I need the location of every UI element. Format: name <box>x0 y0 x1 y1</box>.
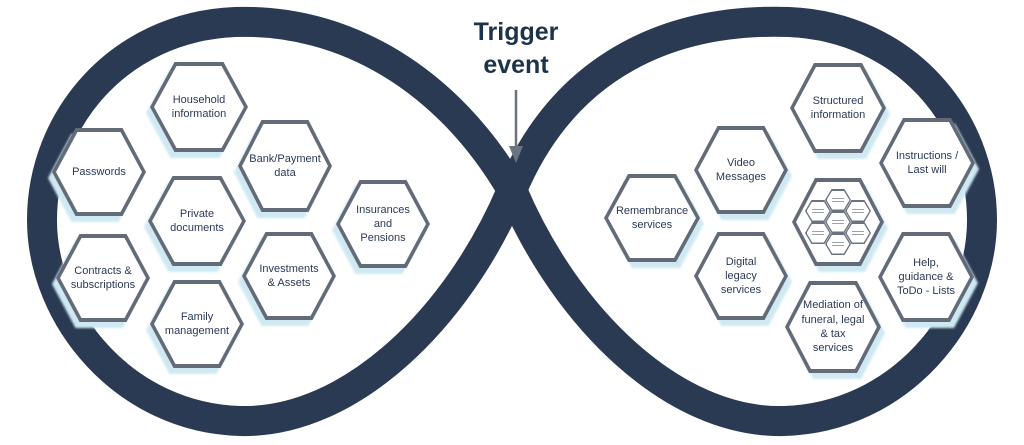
hexagon-face: Instructions / Last will <box>883 122 971 204</box>
hexagon-video-messages: Video Messages <box>694 126 788 214</box>
mini-hexagon-face <box>846 201 870 221</box>
hexagon-household-information: Household information <box>150 62 248 152</box>
hexagon-label: Insurances and Pensions <box>356 203 410 245</box>
mini-hexagon <box>805 222 831 244</box>
mini-hexagon <box>825 211 851 233</box>
hexagon-face: Mediation of funeral, legal & tax servic… <box>789 285 877 369</box>
hexagon-label: Digital legacy services <box>720 255 762 297</box>
hexagon-family-management: Family management <box>150 280 244 368</box>
hexagon-face: Bank/Payment data <box>242 124 328 208</box>
trigger-event-title: Trigger event <box>473 18 559 79</box>
hexagon-face: Remembrance services <box>608 178 696 258</box>
hexagon-face: Structured information <box>794 67 882 149</box>
hexagon-face: Insurances and Pensions <box>340 184 426 264</box>
hexagon-remembrance-services: Remembrance services <box>604 174 700 262</box>
hexagon-label: Passwords <box>72 165 126 178</box>
hexagon-label: Mediation of funeral, legal & tax servic… <box>801 299 865 355</box>
hexagon-help-guidance-todo-lists: Help, guidance & ToDo - Lists <box>878 232 974 322</box>
mini-hexagon <box>845 222 871 244</box>
hexagon-label: Private documents <box>170 207 224 234</box>
mini-hexagon-face <box>826 212 850 232</box>
hexagon-face: Private documents <box>152 180 242 262</box>
hexagon-face: Family management <box>154 284 240 364</box>
hexagon-label: Investments & Assets <box>259 262 319 289</box>
hexagon-face: Investments & Assets <box>246 236 332 316</box>
hexagon-label: Help, guidance & ToDo - Lists <box>896 256 956 298</box>
mini-hexagon <box>825 189 851 211</box>
infinity-ribbon-path <box>27 6 997 437</box>
hexagon-label: Family management <box>164 310 230 337</box>
mini-hexagon <box>805 200 831 222</box>
mini-hexagon <box>845 200 871 222</box>
hexagon-contracts-subscriptions: Contracts & subscriptions <box>56 234 150 322</box>
hexagon-label: Video Messages <box>715 156 767 183</box>
hexagon-passwords: Passwords <box>52 128 146 216</box>
mini-hexagon <box>825 233 851 255</box>
hexagon-label: Household information <box>171 93 227 120</box>
mini-hexagon-face <box>806 223 830 243</box>
hexagon-label: Remembrance services <box>615 204 689 231</box>
hexagon-sub-hexagon-cluster <box>792 178 884 266</box>
hexagon-structured-information: Structured information <box>790 63 886 153</box>
mini-hexagon-face <box>846 223 870 243</box>
hexagon-digital-legacy-services: Digital legacy services <box>694 232 788 320</box>
hexagon-label: Contracts & subscriptions <box>70 264 136 291</box>
hexagon-face: Passwords <box>56 132 142 212</box>
hexagon-label: Bank/Payment data <box>249 152 321 179</box>
hexagon-label: Structured information <box>810 94 866 121</box>
mini-hexagon-face <box>826 190 850 210</box>
hexagon-label: Instructions / Last will <box>895 149 959 176</box>
hexagon-insurances-pensions: Insurances and Pensions <box>336 180 430 268</box>
hexagon-instructions-last-will: Instructions / Last will <box>879 118 975 208</box>
hexagon-mediation-funeral-legal-tax: Mediation of funeral, legal & tax servic… <box>785 281 881 373</box>
hexagon-investments-assets: Investments & Assets <box>242 232 336 320</box>
trigger-arrow-icon <box>509 90 523 163</box>
hexagon-bank-payment-data: Bank/Payment data <box>238 120 332 212</box>
hexagon-face: Help, guidance & ToDo - Lists <box>882 236 970 318</box>
mini-hexagon-face <box>806 201 830 221</box>
hexagon-private-documents: Private documents <box>148 176 246 266</box>
mini-hexagon-face <box>826 234 850 254</box>
